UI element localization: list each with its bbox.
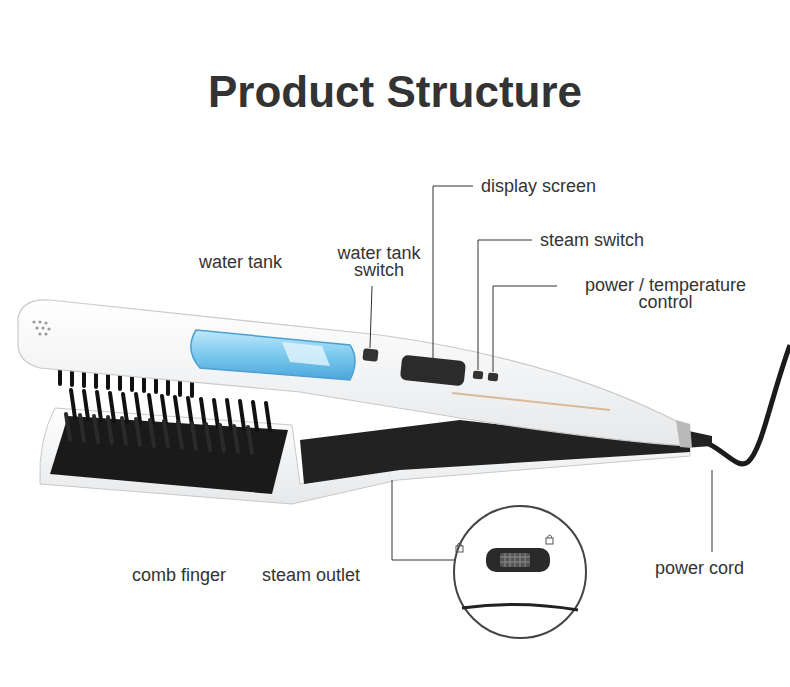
chrome-band <box>676 420 692 448</box>
switch-grip <box>500 553 530 567</box>
part-label: steam outlet <box>262 566 360 584</box>
detail-inset <box>454 506 586 638</box>
part-label: comb finger <box>132 566 226 584</box>
lock-switch <box>486 548 550 572</box>
comb-pad <box>50 416 288 494</box>
lock-icon <box>456 535 553 552</box>
tank-switch <box>362 348 378 362</box>
accent-line <box>452 393 610 410</box>
part-label: steam switch <box>540 231 644 249</box>
inset-edge <box>462 604 578 610</box>
upper-arm <box>18 300 688 446</box>
part-label: power / temperature control <box>563 277 768 311</box>
steam-button <box>473 370 484 379</box>
comb-bristles <box>71 390 270 431</box>
part-label: water tank switch <box>325 245 433 279</box>
vent-holes <box>32 320 50 335</box>
switch-grip <box>500 553 530 567</box>
part-label: display screen <box>481 177 596 195</box>
title: Product Structure <box>0 70 790 114</box>
part-label: power cord <box>655 559 744 577</box>
part-label: water tank <box>199 253 282 271</box>
water-tank <box>191 330 355 380</box>
leader-lines <box>370 186 712 560</box>
tank-cap <box>282 342 330 366</box>
comb-bristles <box>66 414 252 453</box>
power-button <box>488 372 499 381</box>
